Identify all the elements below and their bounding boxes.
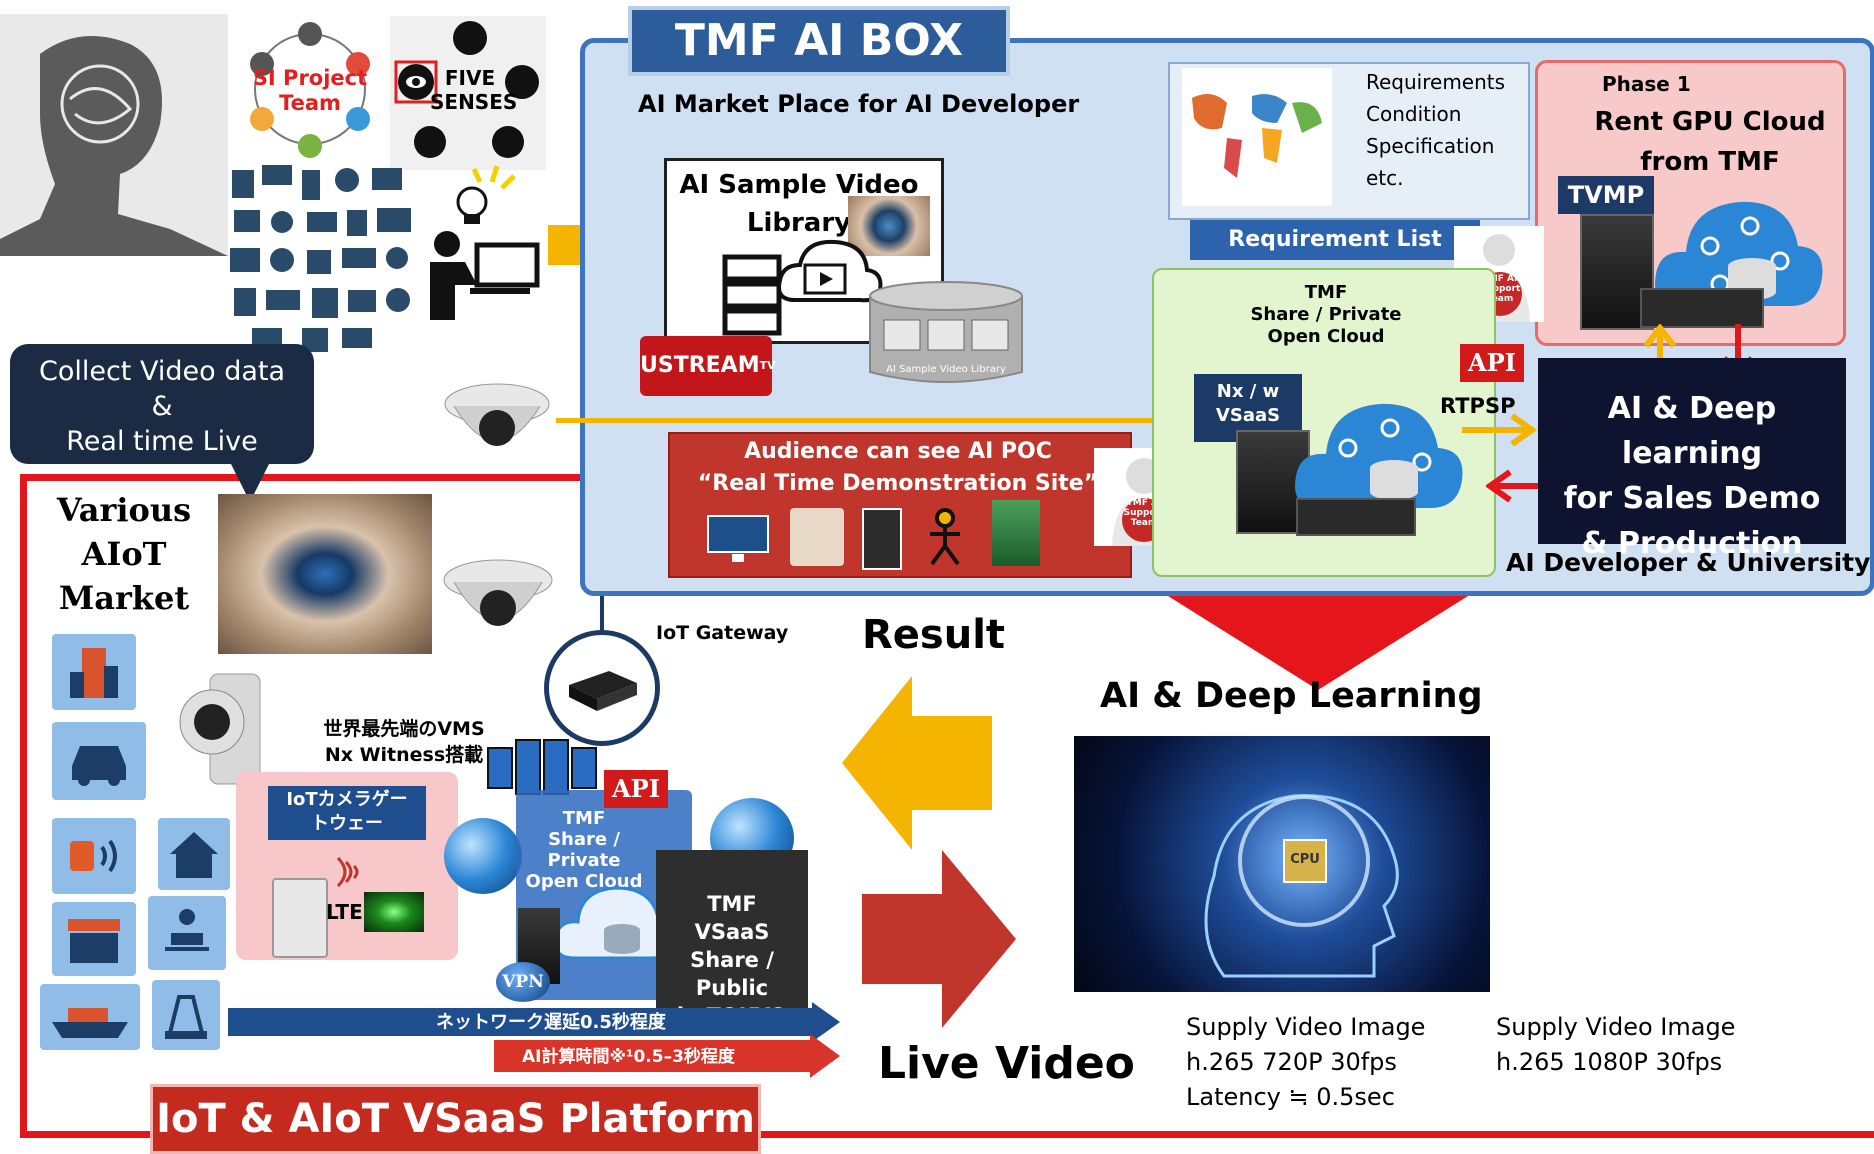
store-icon bbox=[52, 902, 136, 976]
smartwatch-icon bbox=[52, 818, 136, 894]
developer-label: AI Developer & University bbox=[1506, 548, 1871, 577]
deep-learning-box bbox=[1538, 358, 1846, 544]
ai-brain-image: CPU bbox=[1074, 736, 1490, 992]
db-label: AI Sample Video Library bbox=[886, 364, 1006, 375]
lightbulb-icon bbox=[452, 164, 522, 234]
cloud-top-title: TMF Share / Private Open Cloud bbox=[1250, 282, 1402, 347]
marketplace-subtitle: AI Market Place for AI Developer bbox=[638, 90, 1080, 118]
building-icon bbox=[52, 634, 136, 710]
iot-gateway-label: IoT Gateway bbox=[656, 622, 789, 644]
iot-icons-cluster bbox=[222, 160, 432, 360]
cloud-top-icon bbox=[1290, 372, 1468, 520]
deep-learning-title: AI & Deep learning for Sales Demo & Prod… bbox=[1563, 391, 1821, 561]
ustream-tv-text: TV bbox=[759, 359, 776, 372]
si-project-team-graphic: SI Project Team bbox=[240, 14, 380, 164]
globe-left-icon bbox=[444, 818, 522, 894]
sample-library-title: AI Sample Video Library bbox=[679, 170, 919, 238]
lte-label: LTE bbox=[326, 900, 363, 924]
supply-right: Supply Video Image h.265 1080P 30fps bbox=[1496, 1013, 1736, 1076]
monitor-icon bbox=[706, 514, 770, 564]
car-icon bbox=[52, 722, 146, 800]
network-latency-label: ネットワーク遅延0.5秒程度 bbox=[436, 1012, 666, 1033]
thinking-person-illustration bbox=[0, 14, 228, 256]
person-tracking-icon bbox=[862, 508, 902, 570]
factory-scene-icon bbox=[992, 500, 1040, 566]
video-wall-icon bbox=[486, 736, 598, 798]
iot-camera-gateway-label: IoTカメラゲー トウェー bbox=[268, 786, 426, 840]
gateway-connector-line bbox=[600, 596, 604, 634]
supply-left: Supply Video Image h.265 720P 30fps Late… bbox=[1186, 1013, 1426, 1111]
si-team-label: SI Project Team bbox=[252, 66, 368, 115]
bullet-camera bbox=[172, 664, 268, 794]
collect-video-callout: Collect Video data & Real time Live bbox=[10, 344, 314, 464]
ship-port-icon bbox=[40, 984, 140, 1050]
rtpsp-arrow bbox=[1462, 410, 1542, 450]
server-rack-icon bbox=[722, 254, 782, 336]
oil-rig-icon bbox=[152, 980, 220, 1050]
tvmp-badge: TVMP bbox=[1558, 176, 1654, 214]
market-title: Various AIoT Market bbox=[56, 491, 192, 617]
network-latency-arrow bbox=[228, 1002, 840, 1042]
requirement-list-tab: Requirement List bbox=[1190, 220, 1480, 260]
ai-deep-learning-title: AI & Deep Learning bbox=[1100, 676, 1483, 716]
dome-camera-top bbox=[440, 376, 554, 462]
cloud-bottom-title: TMF Share / Private Open Cloud bbox=[525, 808, 643, 892]
requirements-lines: Requirements Condition Specification etc… bbox=[1366, 70, 1506, 190]
bottom-cloud-icon bbox=[552, 868, 680, 964]
gpu-server-icon bbox=[1580, 214, 1654, 330]
cpu-label: CPU bbox=[1290, 852, 1320, 867]
phase-server-stack bbox=[1640, 288, 1764, 328]
api-badge-bottom: API bbox=[604, 770, 668, 808]
iot-device-icon bbox=[272, 878, 328, 958]
red-down-arrow bbox=[1168, 596, 1468, 690]
platform-title: IoT & AIoT VSaaS Platform bbox=[150, 1084, 761, 1154]
compute-latency-label: AI計算時間※¹0.5–3秒程度 bbox=[522, 1047, 735, 1067]
live-video-label: Live Video bbox=[878, 1038, 1135, 1089]
phase-title: Rent GPU Cloud from TMF bbox=[1594, 107, 1826, 177]
tmf-ai-box-title: TMF AI BOX bbox=[628, 6, 1010, 76]
vms-label: 世界最先端のVMS Nx Witness搭載 bbox=[323, 718, 485, 766]
compute-latency-arrow bbox=[494, 1034, 840, 1078]
signal-icon bbox=[332, 852, 372, 892]
dome-camera-bottom bbox=[440, 554, 556, 650]
nxw-vsaas-badge: Nx / w VSaaS bbox=[1194, 374, 1302, 442]
face-recognition-icon bbox=[790, 508, 844, 566]
house-icon bbox=[158, 818, 230, 890]
person-at-computer-icon bbox=[425, 230, 540, 320]
five-senses-label: FIVE SENSES bbox=[430, 66, 518, 114]
lte-signal-image bbox=[364, 892, 424, 932]
office-worker-icon bbox=[148, 896, 226, 970]
iot-gateway-circle bbox=[544, 630, 660, 746]
result-label: Result bbox=[862, 612, 1006, 658]
skeleton-icon bbox=[920, 508, 970, 566]
cloud-server-stack bbox=[1296, 498, 1416, 536]
live-arrow bbox=[862, 850, 1016, 1028]
camera-feed-line bbox=[556, 418, 1156, 423]
world-map-icon bbox=[1182, 68, 1332, 206]
phase-label: Phase 1 bbox=[1602, 72, 1691, 96]
tokyo-idc-box: TMF VSaaS Share / Public in TOKYO IDC bbox=[656, 850, 808, 1056]
audience-title: Audience can see AI POC “Real Time Demon… bbox=[697, 439, 1099, 496]
callout-text: Collect Video data & Real time Live bbox=[38, 356, 286, 457]
ustream-text: USTREAM bbox=[640, 353, 760, 378]
eye-thumbnail bbox=[848, 196, 930, 256]
rtpsp-label: RTPSP bbox=[1440, 394, 1516, 418]
five-senses-graphic: FIVE SENSES bbox=[390, 16, 546, 170]
vpn-badge: VPN bbox=[496, 962, 550, 1002]
gpu-cloud-icon bbox=[1650, 166, 1828, 322]
api-badge-top: API bbox=[1460, 344, 1524, 382]
video-library-database: AI Sample Video Library bbox=[866, 280, 1026, 388]
result-arrow bbox=[842, 676, 992, 850]
eye-closeup bbox=[218, 494, 432, 654]
ustream-logo: USTREAMTV bbox=[640, 336, 776, 396]
